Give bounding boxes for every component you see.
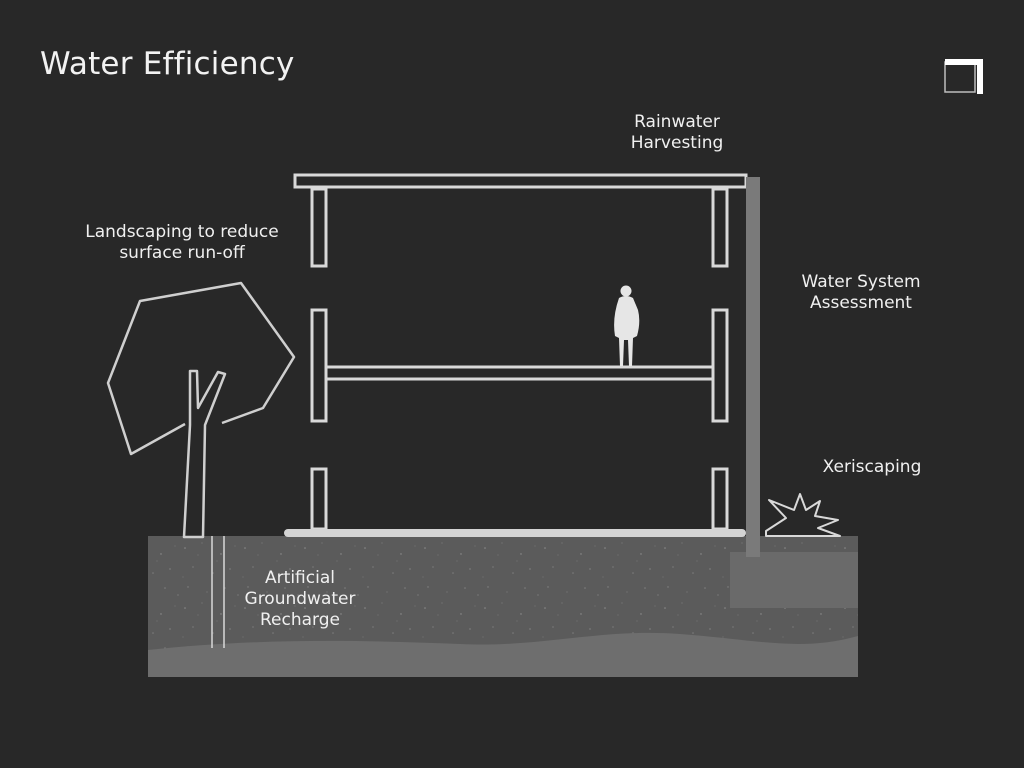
middle-slab	[324, 365, 715, 381]
label-rainwater-harvesting: Rainwater Harvesting	[622, 112, 732, 154]
label-water-system-assessment: Water System Assessment	[790, 272, 932, 314]
label-artificial-groundwater-recharge: Artificial Groundwater Recharge	[232, 568, 368, 631]
ground	[148, 536, 858, 677]
label-xeriscaping: Xeriscaping	[810, 457, 934, 478]
label-line: Landscaping to reduce	[85, 222, 279, 242]
underground-tank	[730, 552, 858, 608]
label-line: Artificial	[265, 568, 335, 588]
groundwater-layer	[148, 632, 858, 677]
label-line: Rainwater	[634, 112, 720, 132]
rainwater-downpipe	[746, 177, 760, 557]
label-line: Recharge	[260, 610, 340, 630]
tree-canopy	[106, 281, 296, 456]
column	[711, 308, 729, 423]
person-figure	[614, 285, 640, 366]
label-landscaping: Landscaping to reduce surface run-off	[62, 222, 302, 264]
label-line: surface run-off	[119, 243, 245, 263]
label-line: Assessment	[810, 293, 912, 313]
tree-trunk	[182, 369, 227, 539]
corner-bracket-icon	[940, 56, 984, 98]
ground-floor-slab	[284, 529, 746, 537]
label-line: Groundwater	[244, 589, 356, 609]
xeriscape-plant	[765, 493, 841, 537]
column	[310, 308, 328, 423]
column	[310, 187, 328, 268]
page-title: Water Efficiency	[40, 46, 295, 82]
label-line: Water System	[801, 272, 921, 292]
label-line: Xeriscaping	[822, 457, 922, 477]
column	[711, 467, 729, 531]
building-section	[293, 173, 748, 531]
tree	[106, 281, 296, 539]
label-line: Harvesting	[630, 133, 724, 153]
column	[711, 187, 729, 268]
column	[310, 467, 328, 531]
roof-slab	[293, 173, 748, 189]
recharge-well	[211, 536, 225, 648]
